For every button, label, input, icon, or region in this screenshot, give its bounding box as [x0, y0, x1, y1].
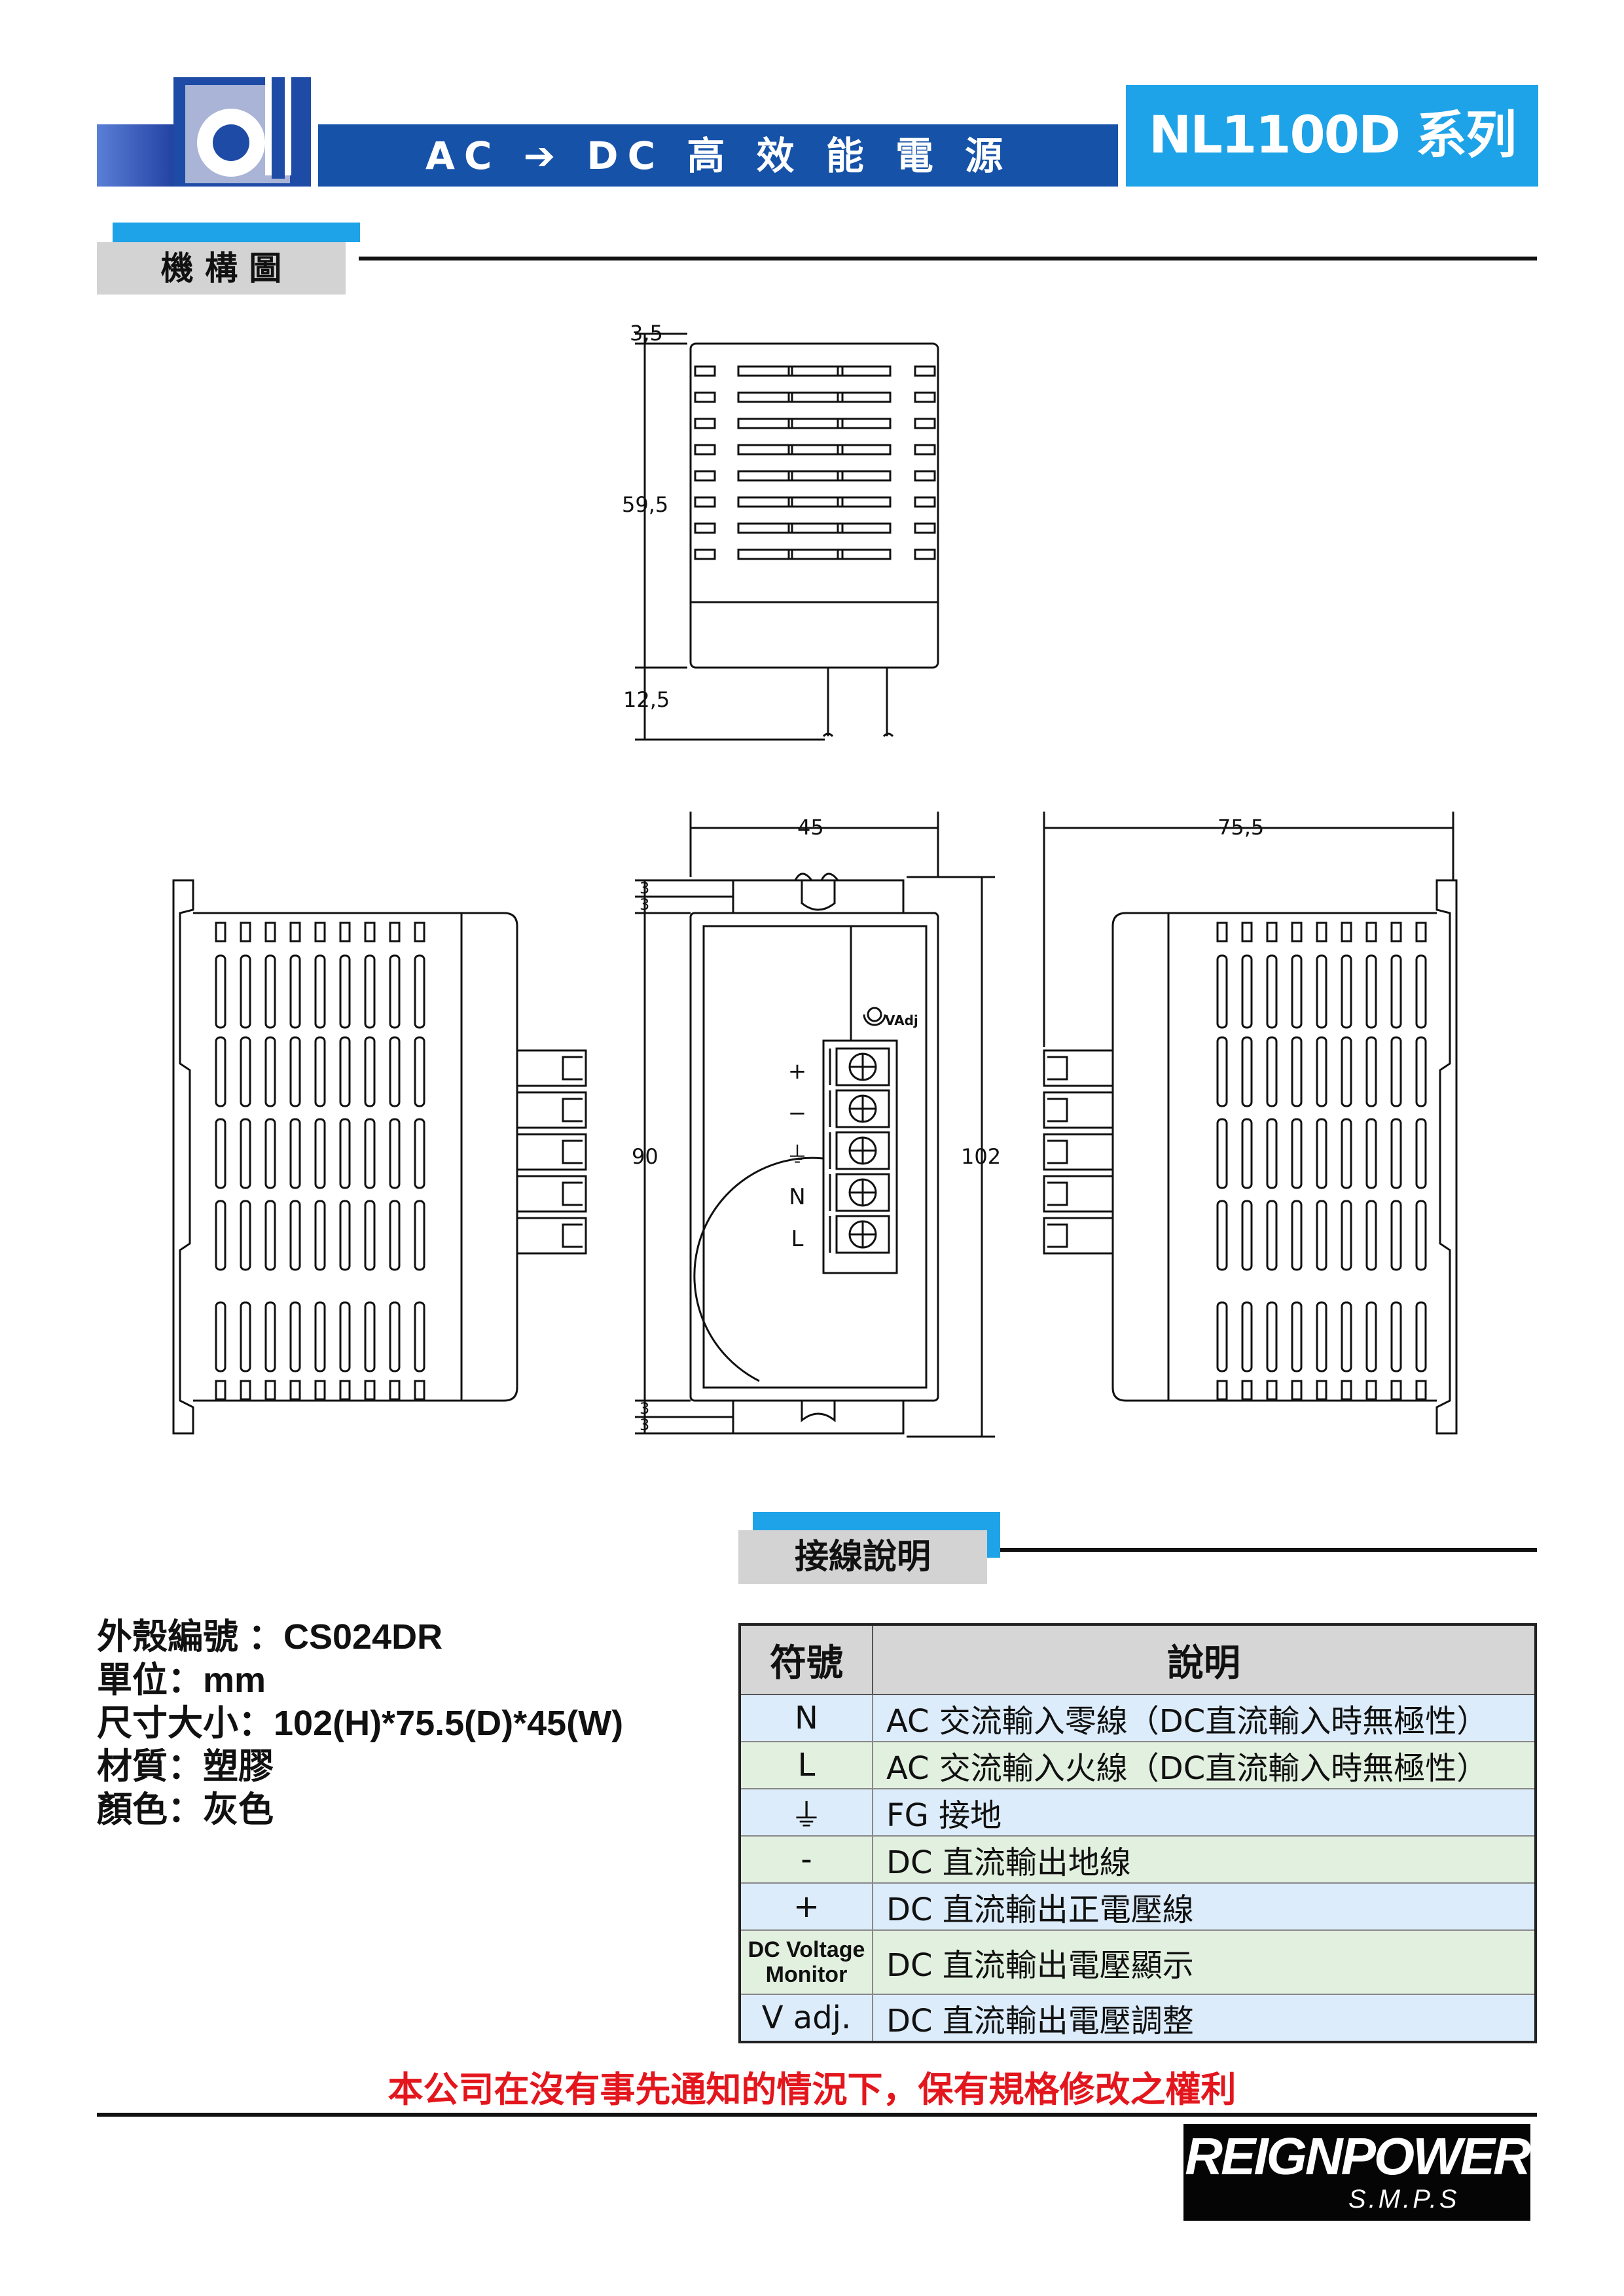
section-accent-tab	[987, 1512, 1000, 1558]
row-description: DC 直流輸出地線	[872, 1835, 1536, 1884]
dim-inner-height: 90	[632, 1144, 659, 1169]
table-header-description: 說明	[872, 1624, 1536, 1695]
section-accent-bar	[113, 223, 360, 242]
terminal-label-n: N	[789, 1184, 805, 1210]
table-row: N AC 交流輸入零線（DC直流輸入時無極性）	[739, 1694, 1536, 1742]
vadj-label: VAdj	[885, 1013, 918, 1028]
brand-logo-box	[1183, 2124, 1530, 2221]
header-gradient-bar	[97, 124, 182, 187]
terminal-label-ground: ⏚	[786, 1142, 808, 1168]
brand-logo-subtext: S.M.P.S	[1348, 2185, 1460, 2214]
row-symbol: +	[739, 1882, 873, 1931]
dim-top-small: 3,5	[630, 321, 663, 346]
row-symbol: ⏚	[739, 1788, 873, 1837]
dim-top-height: 59,5	[622, 492, 668, 517]
table-row: - DC 直流輸出地線	[739, 1835, 1536, 1884]
dim-depth: 75,5	[1218, 815, 1264, 840]
series-badge	[1126, 85, 1538, 187]
series-title: NL1100D 系列	[1149, 106, 1517, 165]
row-description: AC 交流輸入零線（DC直流輸入時無極性）	[872, 1694, 1536, 1742]
dim-clip-top-2: 3	[640, 895, 649, 914]
row-symbol: V adj.	[739, 1994, 873, 2043]
section-rule	[359, 257, 1537, 260]
row-description: DC 直流輸出電壓調整	[872, 1994, 1536, 2043]
row-description: FG 接地	[872, 1788, 1536, 1837]
section-title-mechanical: 機 構 圖	[97, 242, 346, 295]
header-band	[318, 124, 1118, 187]
row-symbol: DC Voltage Monitor	[739, 1929, 873, 1995]
row-description: DC 直流輸出正電壓線	[872, 1882, 1536, 1931]
row-symbol: N	[739, 1694, 873, 1742]
table-row: + DC 直流輸出正電壓線	[739, 1882, 1536, 1931]
right-side-view	[1043, 812, 1458, 1435]
spec-color: 顏色：灰色	[97, 1790, 274, 1829]
wiring-table: 符號 說明 N AC 交流輸入零線（DC直流輸入時無極性） L AC 交流輸入火…	[738, 1623, 1537, 2043]
row-symbol: L	[739, 1741, 873, 1789]
table-header-symbol: 符號	[739, 1624, 873, 1695]
spec-size: 尺寸大小：102(H)*75.5(D)*45(W)	[97, 1704, 624, 1743]
mechanical-drawing: 3,5 59,5 12,5 45 75,5 90 102 3 3 3 3 VAd…	[172, 321, 1458, 1438]
dim-width: 45	[797, 815, 824, 840]
footer-rule	[97, 2113, 1537, 2117]
logo-d-icon	[173, 77, 311, 187]
table-row: L AC 交流輸入火線（DC直流輸入時無極性）	[739, 1741, 1536, 1789]
terminal-label-l: L	[791, 1226, 804, 1252]
spec-case-number: 外殼編號 ：CS024DR	[97, 1617, 443, 1657]
spec-material: 材質：塑膠	[97, 1747, 274, 1786]
terminal-label-minus: −	[788, 1100, 807, 1126]
brand-logo-text: REIGNPOWER	[1185, 2127, 1531, 2185]
terminal-label-plus: +	[788, 1058, 807, 1085]
header-subtitle: AC ➔ DC 高 效 能 電 源	[425, 134, 1013, 178]
dim-top-bottom: 12,5	[623, 687, 670, 712]
section-title-wiring: 接線說明	[738, 1530, 987, 1584]
row-description: DC 直流輸出電壓顯示	[872, 1929, 1536, 1995]
disclaimer-notice: 本公司在沒有事先通知的情況下，保有規格修改之權利	[388, 2069, 1236, 2110]
section-rule-wiring	[1000, 1548, 1537, 1552]
front-view	[635, 812, 995, 1438]
left-side-view	[172, 879, 587, 1435]
company-logo	[173, 77, 311, 187]
table-row: ⏚ FG 接地	[739, 1788, 1536, 1837]
dim-clip-bottom-2: 3	[640, 1416, 649, 1434]
dim-clip-top-1: 3	[640, 879, 649, 897]
dim-total-height: 102	[961, 1144, 1001, 1169]
section-accent-bar-wiring	[753, 1512, 1000, 1532]
spec-unit: 單位：mm	[97, 1660, 266, 1700]
table-row: DC Voltage Monitor DC 直流輸出電壓顯示	[739, 1929, 1536, 1995]
row-symbol: -	[739, 1835, 873, 1884]
table-row: V adj. DC 直流輸出電壓調整	[739, 1994, 1536, 2043]
dim-clip-bottom-1: 3	[640, 1399, 649, 1418]
enclosure-specs: 外殼編號 ：CS024DR 單位：mm 尺寸大小：102(H)*75.5(D)*…	[97, 1615, 623, 1831]
row-description: AC 交流輸入火線（DC直流輸入時無極性）	[872, 1741, 1536, 1789]
top-view	[635, 332, 939, 741]
